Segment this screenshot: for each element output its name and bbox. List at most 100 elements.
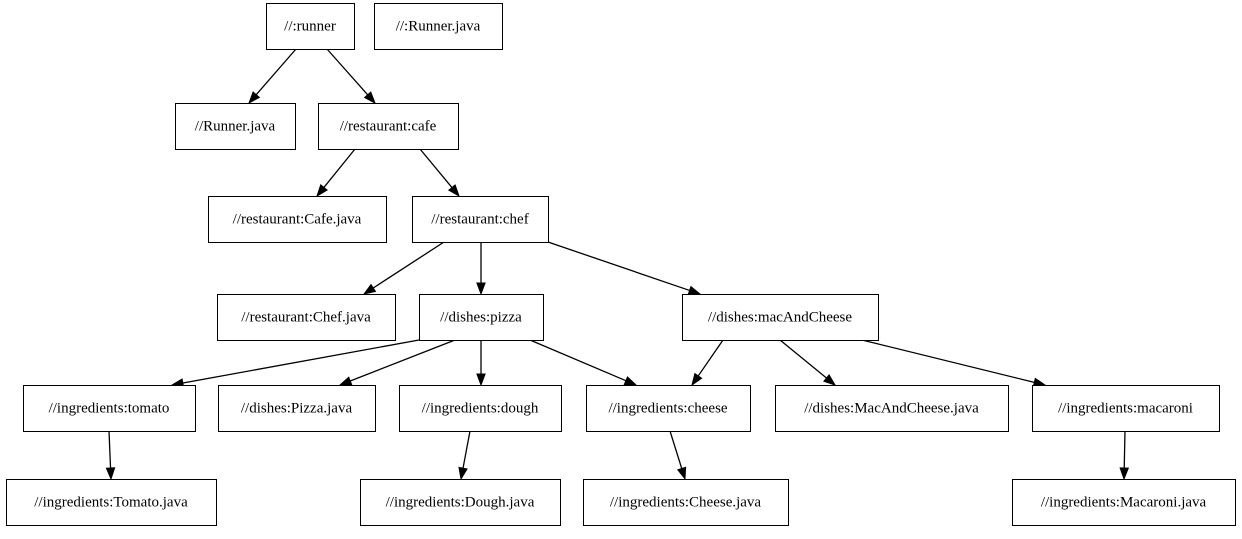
graph-node-restaurant_chef[interactable]: //restaurant:chef xyxy=(412,196,549,243)
node-box[interactable] xyxy=(586,385,751,432)
edge-line xyxy=(462,430,471,469)
node-box[interactable] xyxy=(6,479,217,526)
graph-node-ing_dough[interactable]: //ingredients:dough xyxy=(399,385,562,432)
graph-node-cafe_java[interactable]: //restaurant:Cafe.java xyxy=(208,196,387,243)
edge-line xyxy=(372,241,445,289)
arrowhead-icon xyxy=(476,282,486,296)
edge-line xyxy=(108,430,112,469)
graph-node-dishes_mac[interactable]: //dishes:macAndCheese xyxy=(682,294,879,341)
node-label: //ingredients:Dough.java xyxy=(386,494,535,510)
node-box[interactable] xyxy=(374,3,503,50)
node-label: //restaurant:chef xyxy=(431,211,528,227)
edge-line xyxy=(547,241,690,292)
arrowhead-icon xyxy=(447,184,460,198)
edge-line xyxy=(419,148,453,188)
node-label: //restaurant:Cafe.java xyxy=(233,211,362,227)
edge-dishes_mac-to-ing_cheese xyxy=(691,339,724,387)
node-label: //ingredients:tomato xyxy=(49,400,170,416)
edge-dishes_pizza-to-ing_dough xyxy=(476,340,486,387)
node-box[interactable] xyxy=(682,294,879,341)
arrowhead-icon xyxy=(338,376,353,386)
graph-node-pizza_java[interactable]: //dishes:Pizza.java xyxy=(218,385,376,432)
edge-line xyxy=(779,339,827,379)
graph-node-dishes_pizza[interactable]: //dishes:pizza xyxy=(419,294,544,341)
edge-restaurant_chef-to-chef_java xyxy=(362,241,445,295)
node-label: //restaurant:cafe xyxy=(340,118,437,134)
edge-restaurant_cafe-to-restaurant_chef xyxy=(419,148,460,198)
node-label: //:Runner.java xyxy=(396,18,481,34)
node-box[interactable] xyxy=(266,3,355,50)
node-box[interactable] xyxy=(419,294,544,341)
graph-node-root_runner_java[interactable]: //:Runner.java xyxy=(374,3,503,50)
node-label: //ingredients:Tomato.java xyxy=(34,494,188,510)
node-label: //Runner.java xyxy=(195,118,276,134)
node-label: //:runner xyxy=(284,18,336,34)
edge-runner-to-restaurant_cafe xyxy=(326,48,376,105)
node-label: //ingredients:dough xyxy=(422,400,539,416)
edge-line xyxy=(861,339,1035,384)
edge-dishes_pizza-to-ing_tomato xyxy=(170,339,420,388)
edge-ing_tomato-to-tomato_java xyxy=(105,430,116,481)
arrowhead-icon xyxy=(476,373,486,387)
node-box[interactable] xyxy=(1012,479,1236,526)
arrowhead-icon xyxy=(316,184,328,198)
node-layer: //:runner //:Runner.java //Runner.java //re… xyxy=(6,3,1236,526)
node-label: //dishes:Pizza.java xyxy=(241,400,353,416)
node-box[interactable] xyxy=(318,103,459,150)
node-label: //restaurant:Chef.java xyxy=(241,309,371,325)
graph-node-mac_java[interactable]: //dishes:MacAndCheese.java xyxy=(775,385,1009,432)
graph-node-runner_java[interactable]: //Runner.java xyxy=(175,103,296,150)
arrowhead-icon xyxy=(363,91,376,105)
node-box[interactable] xyxy=(583,479,789,526)
edge-line xyxy=(669,430,683,469)
edge-restaurant_cafe-to-cafe_java xyxy=(316,148,356,198)
arrowhead-icon xyxy=(823,373,837,386)
node-box[interactable] xyxy=(218,385,376,432)
edge-layer xyxy=(105,48,1130,481)
node-box[interactable] xyxy=(208,196,387,243)
arrowhead-icon xyxy=(676,466,687,481)
edge-ing_macaroni-to-macaroni_java xyxy=(1119,430,1130,481)
node-box[interactable] xyxy=(412,196,549,243)
node-box[interactable] xyxy=(399,385,562,432)
edge-dishes_pizza-to-pizza_java xyxy=(338,339,456,386)
edge-line xyxy=(697,339,724,377)
node-box[interactable] xyxy=(175,103,296,150)
edge-runner-to-runner_java xyxy=(248,48,297,105)
edge-line xyxy=(255,48,297,96)
node-label: //ingredients:Cheese.java xyxy=(610,494,762,510)
node-label: //ingredients:cheese xyxy=(608,400,727,416)
graph-node-restaurant_cafe[interactable]: //restaurant:cafe xyxy=(318,103,459,150)
edge-dishes_mac-to-ing_macaroni xyxy=(861,339,1047,387)
graph-node-cheese_java[interactable]: //ingredients:Cheese.java xyxy=(583,479,789,526)
graph-node-dough_java[interactable]: //ingredients:Dough.java xyxy=(360,479,561,526)
node-box[interactable] xyxy=(775,385,1009,432)
arrowhead-icon xyxy=(248,91,261,105)
node-box[interactable] xyxy=(1032,385,1220,432)
edge-restaurant_chef-to-dishes_mac xyxy=(547,241,702,295)
node-box[interactable] xyxy=(23,385,196,432)
node-label: //dishes:pizza xyxy=(440,309,522,325)
arrowhead-icon xyxy=(691,372,703,387)
graph-node-ing_cheese[interactable]: //ingredients:cheese xyxy=(586,385,751,432)
graph-node-tomato_java[interactable]: //ingredients:Tomato.java xyxy=(6,479,217,526)
graph-node-runner[interactable]: //:runner xyxy=(266,3,355,50)
edge-line xyxy=(323,148,356,188)
edge-dishes_mac-to-mac_java xyxy=(779,339,837,386)
node-box[interactable] xyxy=(360,479,561,526)
arrowhead-icon xyxy=(362,283,377,295)
arrowhead-icon xyxy=(458,466,468,481)
edge-line xyxy=(1123,430,1126,469)
graph-node-ing_tomato[interactable]: //ingredients:tomato xyxy=(23,385,196,432)
node-box[interactable] xyxy=(217,294,396,341)
node-label: //ingredients:Macaroni.java xyxy=(1041,494,1207,510)
arrowhead-icon xyxy=(623,376,638,386)
graph-node-ing_macaroni[interactable]: //ingredients:macaroni xyxy=(1032,385,1220,432)
edge-dishes_pizza-to-ing_cheese xyxy=(529,339,638,386)
graph-node-macaroni_java[interactable]: //ingredients:Macaroni.java xyxy=(1012,479,1236,526)
node-label: //ingredients:macaroni xyxy=(1058,400,1193,416)
graph-node-chef_java[interactable]: //restaurant:Chef.java xyxy=(217,294,396,341)
edge-line xyxy=(350,339,456,382)
